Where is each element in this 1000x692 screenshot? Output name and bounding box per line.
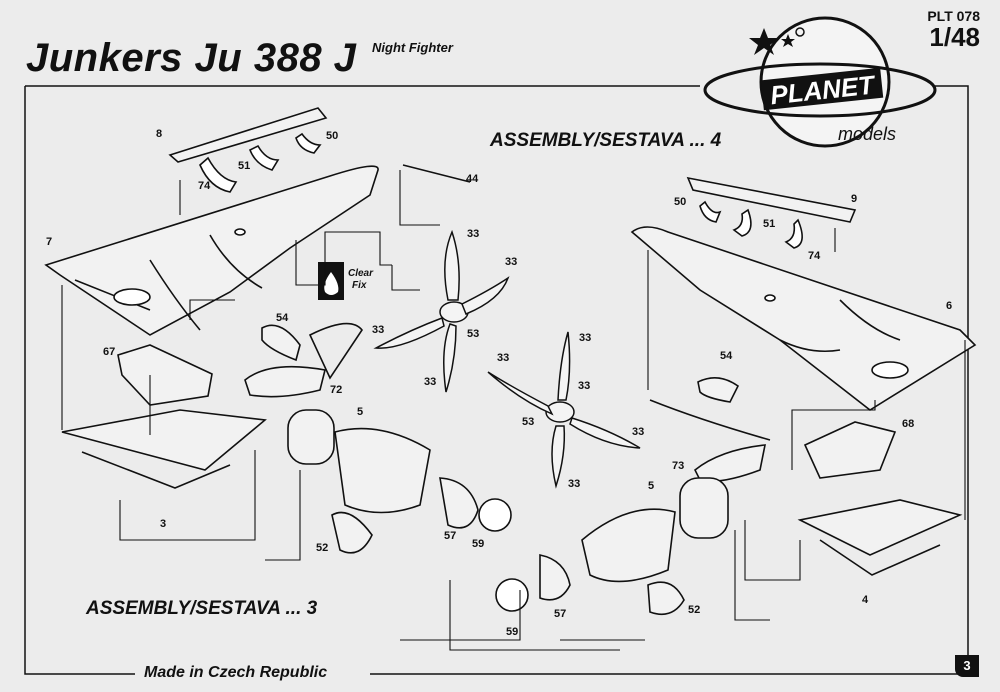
part-number: 33 <box>497 352 510 364</box>
part-number: 57 <box>444 530 457 542</box>
part-number: 33 <box>424 376 437 388</box>
part-number: 72 <box>330 384 343 396</box>
part-number: 50 <box>674 196 687 208</box>
kit-code: PLT 078 <box>927 8 980 24</box>
assembly-step-4-label: ASSEMBLY/SESTAVA ... 4 <box>490 130 722 151</box>
clear-fix-label-line2: Fix <box>352 280 367 291</box>
planet-logo <box>703 16 937 148</box>
part-number: 33 <box>578 380 591 392</box>
part-number: 73 <box>672 460 685 472</box>
part-number: 51 <box>238 160 251 172</box>
part-number: 53 <box>467 328 480 340</box>
aerial-part <box>402 164 471 183</box>
part-number: 52 <box>688 604 701 616</box>
assembly-step-3-label: ASSEMBLY/SESTAVA ... 3 <box>86 598 318 619</box>
part-number: 52 <box>316 542 329 554</box>
assembly-guide-lines <box>61 170 966 651</box>
star-icon <box>749 28 779 55</box>
page-subtitle: Night Fighter <box>372 40 453 55</box>
clear-fix-label-line1: Clear <box>348 268 374 279</box>
part-number: 33 <box>467 228 480 240</box>
part-number: 54 <box>276 312 289 324</box>
propeller-group-lower <box>487 331 641 489</box>
part-number: 54 <box>720 350 733 362</box>
clear-fix-drop-icon <box>318 262 344 300</box>
origin-label: Made in Czech Republic <box>140 664 332 682</box>
page-frame <box>24 85 969 675</box>
part-number: 68 <box>902 418 915 430</box>
part-number: 74 <box>808 250 821 262</box>
propeller-group-upper <box>373 229 510 393</box>
part-number: 50 <box>326 130 339 142</box>
right-nacelle-parts <box>495 377 963 616</box>
part-number: 33 <box>372 324 385 336</box>
part-number: 67 <box>103 346 116 358</box>
star-icon <box>781 34 795 47</box>
part-number: 59 <box>472 538 485 550</box>
part-number: 5 <box>357 406 364 418</box>
left-wing-assembly <box>44 107 379 336</box>
part-number: 33 <box>568 478 581 490</box>
page-title: Junkers Ju 388 J <box>26 36 357 80</box>
part-number: 6 <box>946 300 953 312</box>
part-number: 4 <box>862 594 869 606</box>
part-number: 9 <box>851 193 858 205</box>
right-wing-assembly <box>630 176 977 411</box>
kit-scale: 1/48 <box>929 22 980 52</box>
part-number: 8 <box>156 128 163 140</box>
part-number: 74 <box>198 180 211 192</box>
part-number: 5 <box>648 480 655 492</box>
part-number: 33 <box>505 256 518 268</box>
part-number: 3 <box>160 518 167 530</box>
part-number: 33 <box>579 332 592 344</box>
part-number: 57 <box>554 608 567 620</box>
part-number: 7 <box>46 236 53 248</box>
part-number: 53 <box>522 416 535 428</box>
part-number: 33 <box>632 426 645 438</box>
part-number: 44 <box>466 173 479 185</box>
part-number: 59 <box>506 626 519 638</box>
page-number: 3 <box>955 655 979 677</box>
left-nacelle-parts <box>61 322 512 554</box>
part-number: 51 <box>763 218 776 230</box>
